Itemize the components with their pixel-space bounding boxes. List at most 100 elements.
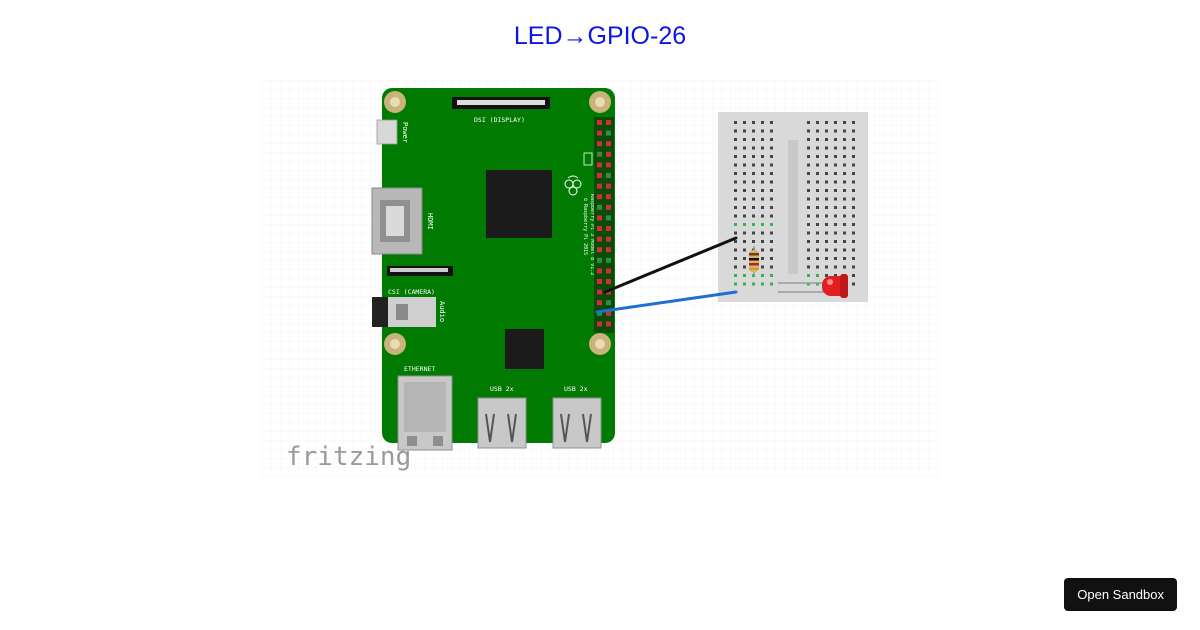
breadboard-hole: [807, 206, 810, 209]
breadboard: [718, 112, 868, 302]
breadboard-hole: [734, 163, 737, 167]
breadboard-hole: [825, 248, 828, 252]
gpio-pin: [597, 279, 602, 284]
breadboard-hole: [852, 240, 855, 243]
gpio-pin: [606, 279, 611, 284]
breadboard-hole: [807, 257, 810, 260]
breadboard-hole: [770, 274, 773, 277]
breadboard-hole: [770, 197, 773, 201]
breadboard-hole: [770, 163, 773, 167]
breadboard-hole: [852, 231, 855, 235]
breadboard-hole: [770, 138, 773, 141]
breadboard-hole: [852, 248, 855, 252]
breadboard-hole: [825, 240, 828, 243]
breadboard-hole: [834, 231, 837, 235]
breadboard-hole: [770, 265, 773, 269]
breadboard-hole: [843, 172, 846, 175]
breadboard-hole: [761, 206, 764, 209]
ethernet-port: [397, 375, 453, 451]
gpio-pin: [606, 141, 611, 147]
gpio-pin: [606, 268, 611, 274]
breadboard-hole: [825, 257, 828, 260]
breadboard-hole: [807, 189, 810, 192]
breadboard-hole: [743, 282, 746, 286]
breadboard-hole: [752, 155, 755, 158]
breadboard-hole: [825, 197, 828, 201]
breadboard-hole: [843, 180, 846, 184]
power-label: Power: [401, 122, 409, 143]
gpio-pin: [606, 120, 611, 125]
breadboard-hole: [834, 257, 837, 260]
breadboard-hole: [807, 172, 810, 175]
breadboard-hole: [807, 180, 810, 184]
breadboard-hole: [743, 214, 746, 218]
gpio-pin: [597, 141, 602, 147]
breadboard-hole: [834, 197, 837, 201]
breadboard-hole: [852, 155, 855, 158]
usb-label-1: USB 2x: [490, 385, 514, 393]
breadboard-hole: [743, 138, 746, 141]
open-sandbox-button[interactable]: Open Sandbox: [1064, 578, 1177, 611]
breadboard-hole: [761, 240, 764, 243]
breadboard-hole: [734, 146, 737, 150]
breadboard-hole: [752, 163, 755, 167]
breadboard-hole: [843, 155, 846, 158]
breadboard-hole: [816, 155, 819, 158]
gpio-pin: [606, 204, 611, 210]
breadboard-hole: [816, 257, 819, 260]
gpio-pin: [597, 151, 602, 157]
breadboard-hole: [843, 265, 846, 269]
breadboard-hole: [816, 180, 819, 184]
breadboard-hole: [834, 129, 837, 133]
breadboard-hole: [761, 172, 764, 175]
gpio-pin: [597, 289, 602, 295]
csi-label: CSI (CAMERA): [388, 288, 435, 296]
breadboard-hole: [734, 155, 737, 158]
breadboard-hole: [761, 155, 764, 158]
usb-controller-chip: [505, 329, 544, 369]
breadboard-hole: [852, 265, 855, 269]
gpio-pin: [597, 236, 602, 242]
breadboard-hole: [834, 223, 837, 226]
breadboard-hole: [825, 206, 828, 209]
breadboard-hole: [734, 223, 737, 226]
breadboard-hole: [816, 189, 819, 192]
gpio-pin: [606, 257, 611, 263]
breadboard-hole: [825, 214, 828, 218]
breadboard-hole: [834, 265, 837, 269]
breadboard-hole: [761, 146, 764, 150]
breadboard-hole: [743, 146, 746, 150]
breadboard-hole: [816, 197, 819, 201]
breadboard-hole: [843, 223, 846, 226]
model-text-2: © Raspberry Pi 2015: [582, 198, 588, 255]
breadboard-hole: [752, 197, 755, 201]
breadboard-hole: [752, 231, 755, 235]
gpio-pin: [597, 226, 602, 231]
breadboard-hole: [807, 274, 810, 277]
breadboard-hole: [852, 146, 855, 150]
power-connector: [376, 119, 398, 145]
gpio-pin: [606, 310, 611, 316]
breadboard-hole: [843, 206, 846, 209]
breadboard-hole: [816, 172, 819, 175]
breadboard-hole: [752, 223, 755, 226]
breadboard-hole: [807, 214, 810, 218]
breadboard-hole: [734, 138, 737, 141]
breadboard-hole: [752, 206, 755, 209]
breadboard-hole: [834, 172, 837, 175]
breadboard-hole: [770, 146, 773, 150]
breadboard-hole: [761, 189, 764, 192]
breadboard-hole: [843, 189, 846, 192]
breadboard-hole: [752, 214, 755, 218]
breadboard-hole: [825, 146, 828, 150]
breadboard-hole: [843, 240, 846, 243]
breadboard-hole: [807, 146, 810, 150]
breadboard-hole: [743, 265, 746, 269]
breadboard-hole: [770, 172, 773, 175]
breadboard-hole: [807, 129, 810, 133]
breadboard-hole: [825, 138, 828, 141]
breadboard-hole: [743, 129, 746, 133]
gpio-pin: [597, 321, 602, 327]
breadboard-hole: [843, 197, 846, 201]
breadboard-hole: [770, 257, 773, 260]
